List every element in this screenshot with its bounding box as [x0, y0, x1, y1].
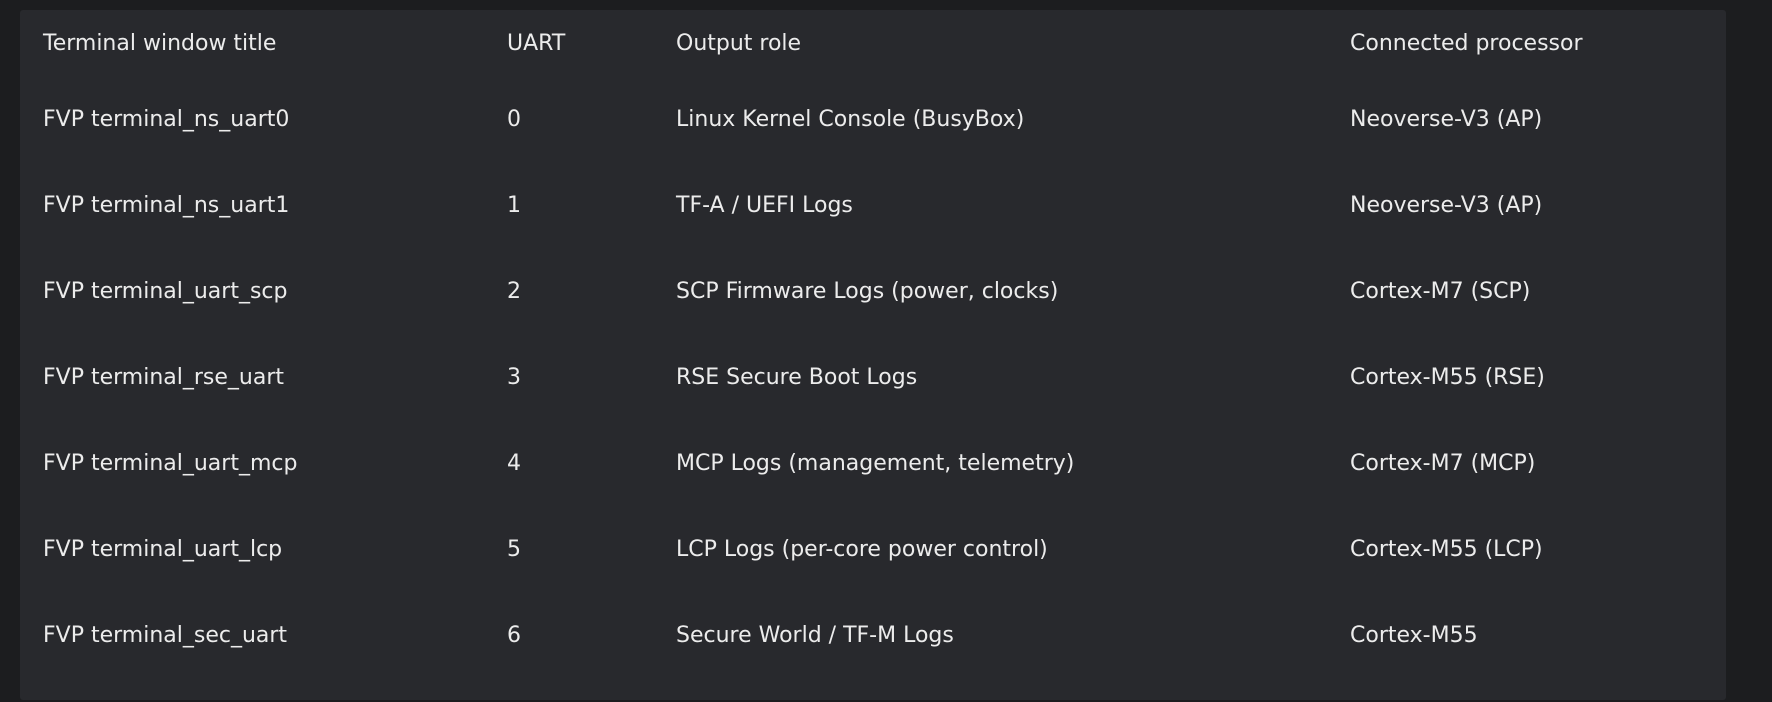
table-row: FVP terminal_sec_uart 6 Secure World / T…	[20, 592, 1726, 678]
cell-processor: Cortex-M55 (LCP)	[1350, 536, 1543, 562]
uart-mapping-table: Terminal window title UART Output role C…	[20, 10, 1726, 678]
cell-output-role: MCP Logs (management, telemetry)	[676, 450, 1075, 476]
cell-output-role: RSE Secure Boot Logs	[676, 364, 918, 390]
header-terminal-window-title: Terminal window title	[43, 30, 277, 56]
header-connected-processor: Connected processor	[1350, 30, 1583, 56]
table-row: FVP terminal_ns_uart0 0 Linux Kernel Con…	[20, 76, 1726, 162]
cell-output-role: LCP Logs (per-core power control)	[676, 536, 1048, 562]
table-row: FVP terminal_uart_scp 2 SCP Firmware Log…	[20, 248, 1726, 334]
cell-uart: 4	[507, 450, 521, 476]
cell-terminal-title: FVP terminal_ns_uart1	[43, 192, 290, 218]
table-row: FVP terminal_ns_uart1 1 TF-A / UEFI Logs…	[20, 162, 1726, 248]
header-output-role: Output role	[676, 30, 802, 56]
cell-terminal-title: FVP terminal_sec_uart	[43, 622, 288, 648]
table-row: FVP terminal_rse_uart 3 RSE Secure Boot …	[20, 334, 1726, 420]
cell-terminal-title: FVP terminal_rse_uart	[43, 364, 285, 390]
cell-terminal-title: FVP terminal_uart_lcp	[43, 536, 283, 562]
cell-processor: Neoverse-V3 (AP)	[1350, 106, 1543, 132]
cell-uart: 2	[507, 278, 521, 304]
table-panel: Terminal window title UART Output role C…	[20, 10, 1726, 700]
table-row: FVP terminal_uart_lcp 5 LCP Logs (per-co…	[20, 506, 1726, 592]
cell-uart: 3	[507, 364, 521, 390]
cell-processor: Neoverse-V3 (AP)	[1350, 192, 1543, 218]
table-row: FVP terminal_uart_mcp 4 MCP Logs (manage…	[20, 420, 1726, 506]
cell-processor: Cortex-M7 (SCP)	[1350, 278, 1531, 304]
cell-processor: Cortex-M7 (MCP)	[1350, 450, 1536, 476]
cell-terminal-title: FVP terminal_uart_scp	[43, 278, 288, 304]
header-uart: UART	[507, 30, 566, 56]
cell-uart: 6	[507, 622, 521, 648]
cell-uart: 5	[507, 536, 521, 562]
cell-output-role: Secure World / TF-M Logs	[676, 622, 954, 648]
cell-output-role: TF-A / UEFI Logs	[676, 192, 853, 218]
cell-uart: 0	[507, 106, 521, 132]
cell-output-role: SCP Firmware Logs (power, clocks)	[676, 278, 1059, 304]
cell-uart: 1	[507, 192, 521, 218]
cell-terminal-title: FVP terminal_ns_uart0	[43, 106, 290, 132]
cell-output-role: Linux Kernel Console (BusyBox)	[676, 106, 1025, 132]
table-header-row: Terminal window title UART Output role C…	[20, 10, 1726, 76]
cell-terminal-title: FVP terminal_uart_mcp	[43, 450, 298, 476]
cell-processor: Cortex-M55 (RSE)	[1350, 364, 1545, 390]
cell-processor: Cortex-M55	[1350, 622, 1478, 648]
